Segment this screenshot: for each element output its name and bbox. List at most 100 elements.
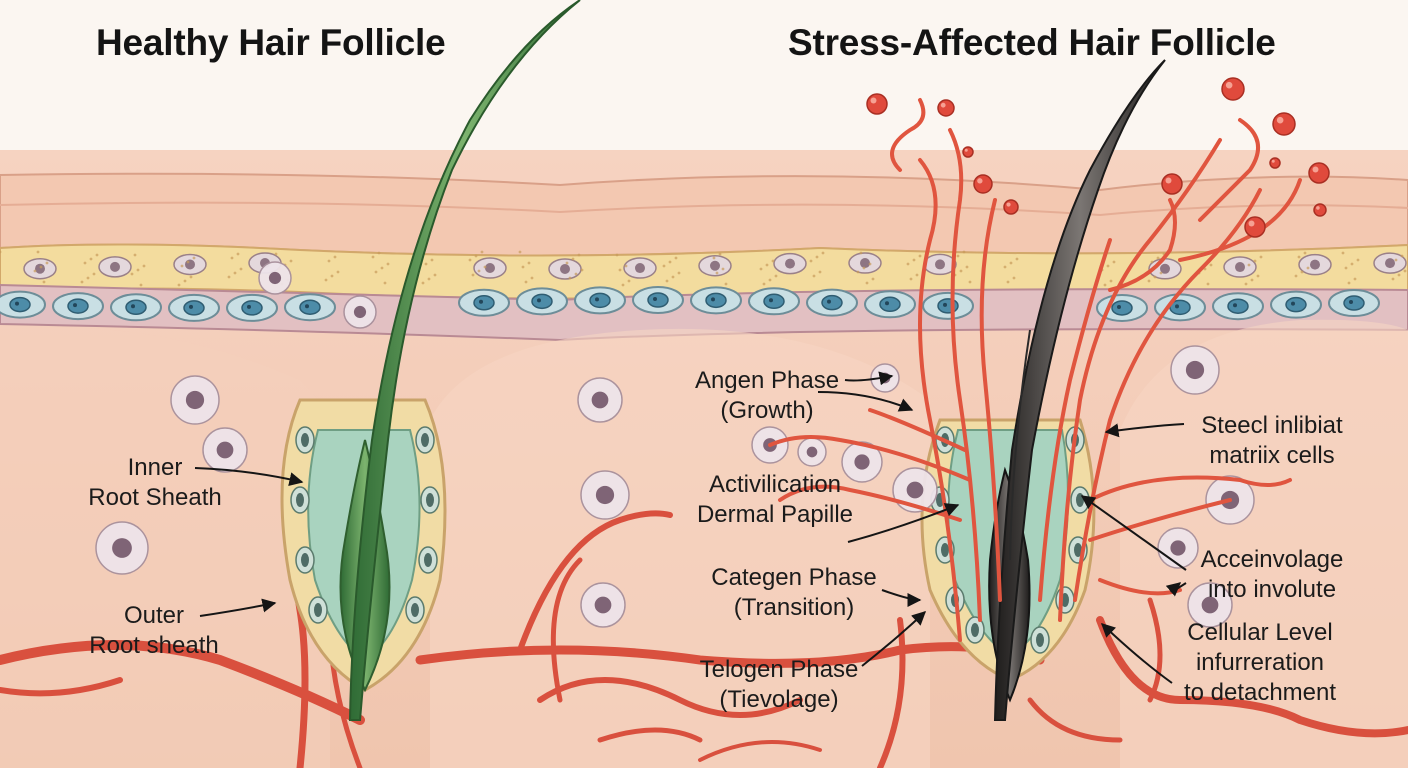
cell-icon bbox=[632, 286, 684, 315]
arrow-icon bbox=[881, 589, 922, 607]
stress-molecule-icon bbox=[1161, 173, 1183, 195]
dermal-cells bbox=[95, 261, 1255, 628]
arrow-icon bbox=[817, 391, 914, 412]
cell-icon bbox=[295, 546, 315, 574]
epidermis bbox=[0, 172, 1408, 257]
cell-icon bbox=[1270, 290, 1322, 319]
label-cellular-level: Cellular Level infurreration to detachme… bbox=[1183, 619, 1337, 706]
cell-icon bbox=[1212, 292, 1264, 321]
cell-icon bbox=[806, 288, 858, 317]
label-arrows bbox=[194, 371, 1187, 684]
cell-icon bbox=[574, 286, 626, 315]
stress-vessels bbox=[768, 98, 1302, 642]
cell-icon bbox=[848, 252, 882, 274]
cell-icon bbox=[1096, 293, 1148, 322]
cell-icon bbox=[418, 546, 438, 574]
arrow-icon bbox=[194, 467, 304, 486]
arrow-icon bbox=[1104, 423, 1185, 438]
cell-icon bbox=[1030, 626, 1050, 654]
cell-icon bbox=[580, 582, 626, 628]
cell-icon bbox=[290, 486, 310, 514]
cell-icon bbox=[95, 521, 149, 575]
cell-icon bbox=[343, 295, 377, 329]
cell-icon bbox=[284, 293, 336, 322]
cell-icon bbox=[226, 293, 278, 322]
cell-icon bbox=[170, 375, 220, 425]
cell-icon bbox=[773, 252, 807, 275]
stress-molecule-icon bbox=[1269, 157, 1281, 169]
label-acceinvolage: Acceinvolage into involute bbox=[1200, 546, 1344, 603]
cell-icon bbox=[98, 256, 132, 278]
cell-icon bbox=[548, 258, 582, 280]
stress-molecule-icon bbox=[1003, 199, 1019, 215]
cell-icon bbox=[864, 290, 916, 319]
cell-icon bbox=[1298, 253, 1332, 276]
cell-icon bbox=[841, 441, 883, 483]
arrow-icon bbox=[199, 598, 277, 617]
cell-icon bbox=[415, 426, 435, 454]
cell-icon bbox=[580, 470, 630, 520]
cell-icon bbox=[516, 287, 568, 316]
cell-icon bbox=[168, 293, 220, 322]
arrow-icon bbox=[1165, 582, 1187, 597]
cell-icon bbox=[797, 437, 827, 467]
label-angen-phase: Angen Phase (Growth) bbox=[694, 367, 840, 424]
healthy-title: Healthy Hair Follicle bbox=[96, 22, 446, 63]
cell-icon bbox=[1154, 293, 1206, 322]
arrow-icon bbox=[1080, 495, 1187, 571]
cell-icon bbox=[1187, 582, 1233, 628]
cell-icon bbox=[308, 596, 328, 624]
cell-icon bbox=[1157, 527, 1199, 569]
cell-icon bbox=[0, 290, 46, 319]
stressed-title: Stress-Affected Hair Follicle bbox=[788, 22, 1276, 63]
arrow-icon bbox=[861, 611, 927, 667]
cell-icon bbox=[110, 293, 162, 322]
cell-icon bbox=[295, 426, 315, 454]
cell-icon bbox=[23, 257, 57, 280]
cell-icon bbox=[458, 288, 510, 317]
label-telogen-phase: Telogen Phase (Tievolage) bbox=[699, 656, 859, 713]
stress-molecule-icon bbox=[1244, 216, 1266, 238]
basal-cells bbox=[0, 286, 1380, 322]
cell-icon bbox=[473, 257, 507, 279]
arrow-icon bbox=[847, 503, 960, 543]
arrow-icon bbox=[844, 371, 894, 386]
cell-icon bbox=[173, 253, 207, 276]
cell-icon bbox=[1328, 289, 1380, 318]
stress-molecule-icon bbox=[973, 174, 993, 194]
arrow-icon bbox=[1100, 623, 1173, 684]
cell-icon bbox=[577, 377, 623, 423]
fat-cells bbox=[0, 250, 1407, 287]
stress-molecule-icon bbox=[866, 93, 888, 115]
stress-molecule-icon bbox=[1308, 162, 1330, 184]
stress-molecule-icon bbox=[937, 99, 955, 117]
label-inner-root-sheath: Inner Root Sheath bbox=[88, 454, 222, 511]
cell-icon bbox=[420, 486, 440, 514]
label-categen-phase: Categen Phase (Transition) bbox=[711, 564, 877, 621]
cell-icon bbox=[923, 253, 957, 276]
stress-molecule-icon bbox=[962, 146, 974, 158]
label-activilication: Activilication Dermal Papille bbox=[696, 471, 854, 528]
label-outer-root-sheath: Outer Root sheath bbox=[89, 602, 219, 659]
stress-molecules bbox=[866, 77, 1330, 238]
cell-icon bbox=[922, 291, 974, 320]
cell-icon bbox=[1223, 256, 1257, 278]
cell-icon bbox=[1373, 252, 1407, 274]
stress-molecule-icon bbox=[1272, 112, 1296, 136]
stress-molecule-icon bbox=[1313, 203, 1327, 217]
cell-icon bbox=[258, 261, 292, 295]
cell-icon bbox=[202, 427, 248, 473]
label-steecl-inlibiat: Steecl inlibiat matriix cells bbox=[1201, 412, 1343, 469]
cell-icon bbox=[698, 254, 732, 277]
cell-icon bbox=[690, 286, 742, 315]
stress-molecule-icon bbox=[1221, 77, 1245, 101]
cell-icon bbox=[52, 292, 104, 321]
cell-icon bbox=[748, 287, 800, 316]
healthy-hair-shaft bbox=[348, 0, 581, 721]
cell-icon bbox=[623, 257, 657, 279]
cell-icon bbox=[405, 596, 425, 624]
cell-icon bbox=[1170, 345, 1220, 395]
stressed-hair-shaft bbox=[993, 59, 1166, 721]
